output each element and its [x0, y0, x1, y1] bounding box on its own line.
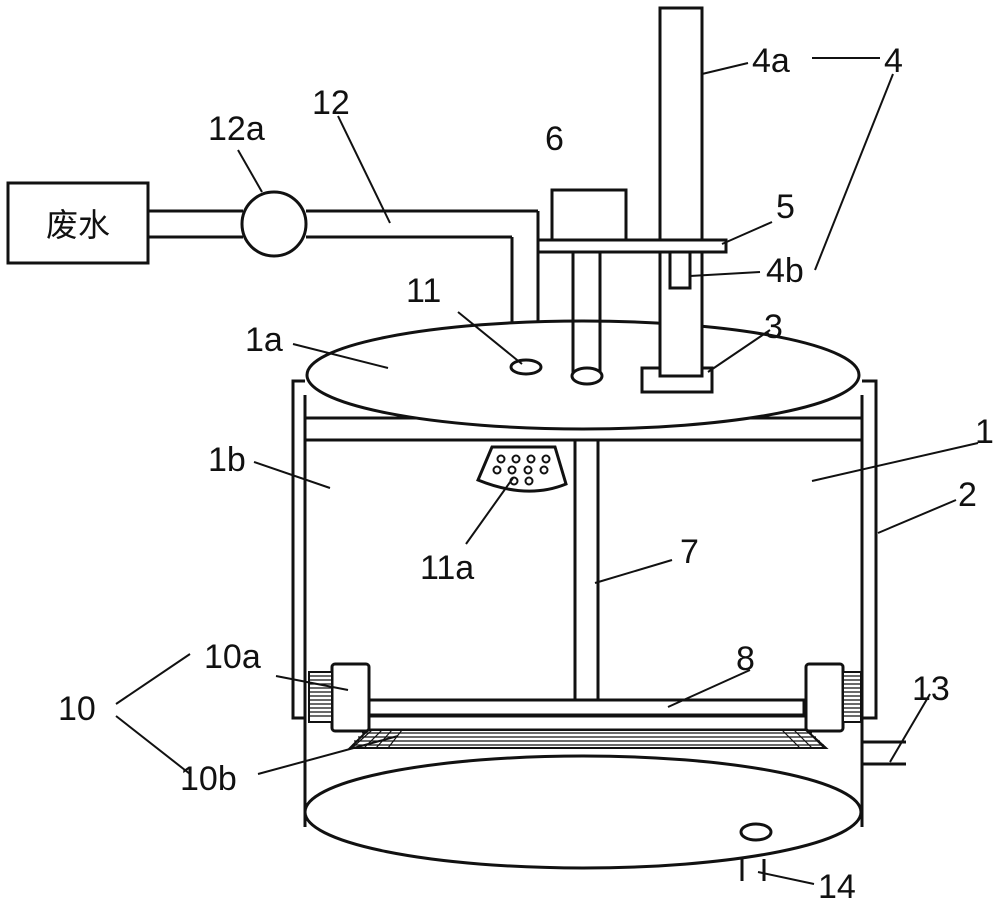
outer-frame — [291, 379, 878, 720]
label-2: 2 — [958, 476, 977, 514]
label-5: 5 — [776, 188, 795, 226]
label-4b: 4b — [766, 252, 804, 290]
mounting-arm — [536, 238, 728, 254]
tank-bottom — [303, 754, 863, 870]
label-1a: 1a — [245, 321, 283, 359]
bottom-brush — [347, 714, 829, 749]
label-11a: 11a — [420, 549, 474, 587]
label-14: 14 — [818, 868, 856, 906]
label-4: 4 — [884, 42, 903, 80]
side-brush-left — [308, 662, 371, 733]
motor-box — [550, 188, 628, 242]
cross-arm — [366, 698, 806, 717]
shaft-opening — [570, 366, 604, 386]
label-10a: 10a — [204, 638, 261, 676]
label-12: 12 — [312, 84, 350, 122]
side-outlet-pipe — [862, 740, 906, 766]
label-12a: 12a — [208, 110, 265, 148]
label-11: 11 — [406, 272, 441, 310]
label-10: 10 — [58, 690, 96, 728]
wastewater-source: 废水 — [6, 181, 150, 265]
bottom-outlet-hole — [739, 822, 773, 842]
label-7: 7 — [680, 533, 699, 571]
wastewater-label: 废水 — [46, 206, 110, 244]
spray-head — [476, 445, 568, 493]
label-10b: 10b — [180, 760, 237, 798]
label-1b: 1b — [208, 441, 246, 479]
slider-4b — [668, 250, 692, 290]
tank-body — [303, 395, 864, 881]
inlet-opening — [509, 358, 543, 376]
label-4a: 4a — [752, 42, 790, 80]
label-1: 1 — [975, 413, 994, 451]
label-13: 13 — [912, 670, 950, 708]
stirring-shaft — [573, 440, 600, 700]
column-4a — [658, 6, 704, 378]
label-3: 3 — [764, 308, 783, 346]
label-8: 8 — [736, 640, 755, 678]
pump-circle — [240, 190, 308, 258]
leader-lines — [115, 57, 979, 885]
side-brush-right — [804, 662, 862, 733]
label-6: 6 — [545, 120, 564, 158]
